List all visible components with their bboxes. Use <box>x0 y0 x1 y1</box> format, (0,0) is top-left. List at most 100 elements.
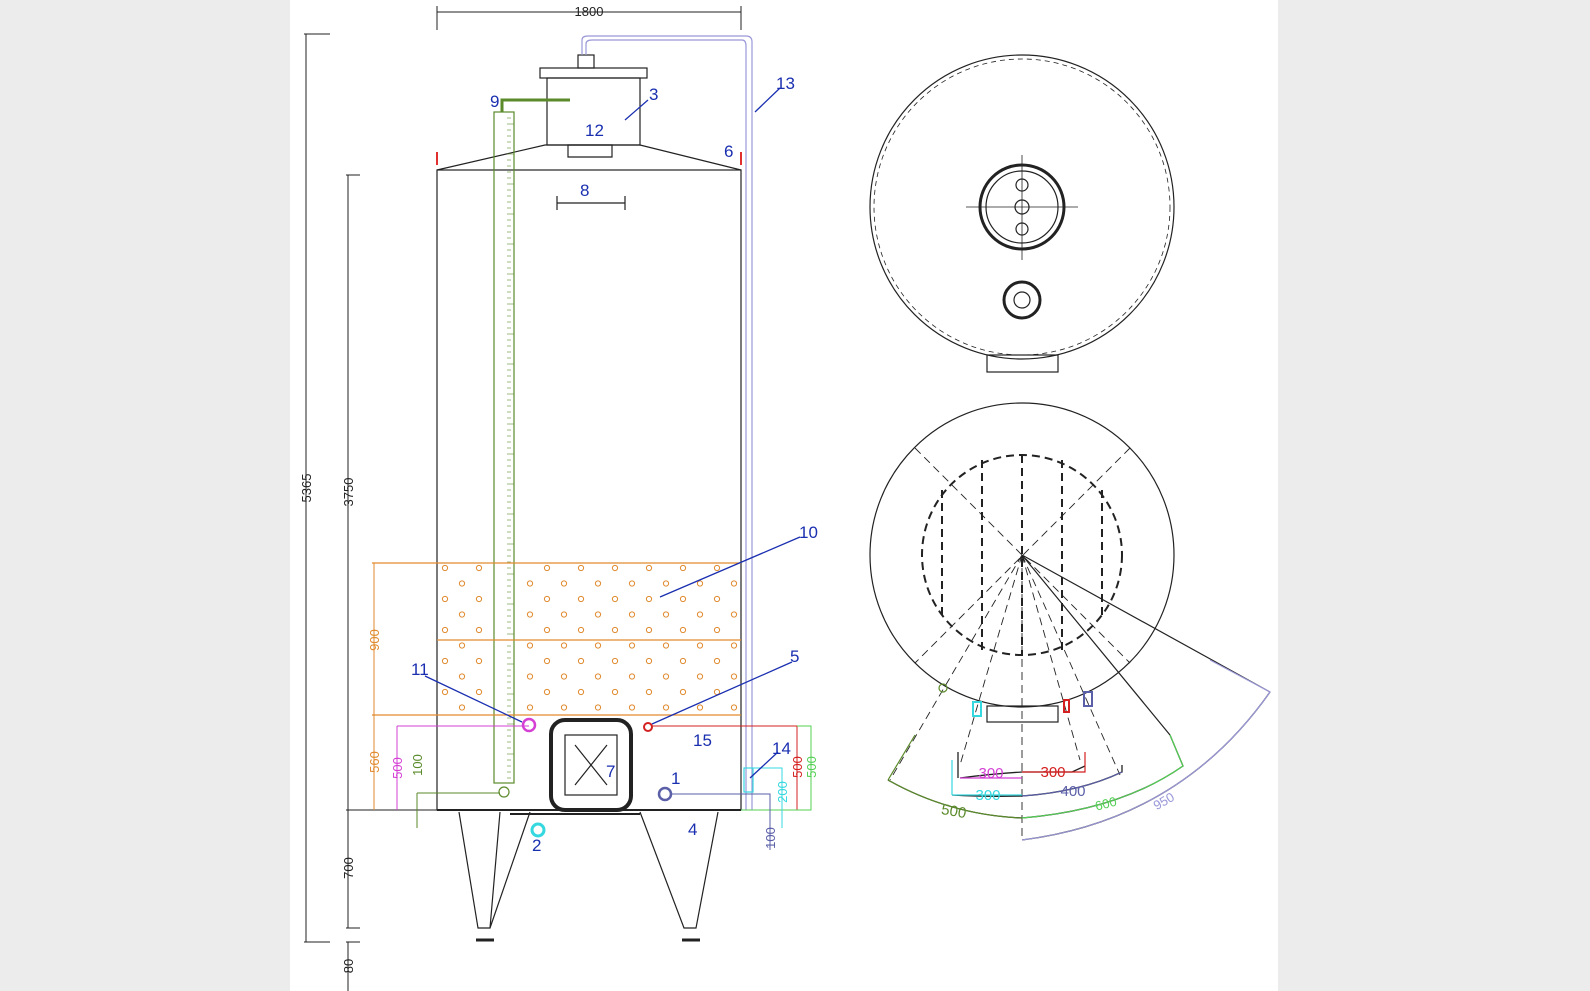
valve-1 <box>657 786 673 802</box>
jacket-dimple <box>611 564 619 572</box>
tank-outline-top <box>869 54 1175 360</box>
jacket-dimple <box>475 657 483 665</box>
support-bracket-top <box>986 354 1059 373</box>
hidden-diagonals <box>914 447 1131 664</box>
jacket-dimple <box>645 626 653 634</box>
handle-8 <box>556 196 626 210</box>
jacket-dimple <box>628 642 636 649</box>
tank-outline-bottom <box>869 402 1175 708</box>
part-label-13: 13 <box>776 74 795 93</box>
plan-dim-300-red: 300 <box>1040 764 1065 781</box>
jacket-dimple <box>526 642 534 649</box>
part-label-9: 9 <box>490 92 499 111</box>
jacket-dimple <box>543 595 551 603</box>
plan-dim-400: 400 <box>1060 783 1085 800</box>
jacket-dimple <box>458 673 466 680</box>
part-label-14: 14 <box>772 739 791 758</box>
cooling-jacket-dimples <box>441 564 738 711</box>
hidden-radials <box>889 554 1121 840</box>
manway-vent <box>577 54 595 69</box>
jacket-dimple <box>662 642 670 649</box>
jacket-dimple <box>645 657 653 665</box>
jacket-dimple <box>628 704 636 711</box>
jacket-dimple <box>526 580 534 587</box>
pipe-13 <box>581 35 753 810</box>
vent-fitting-inner <box>1013 291 1031 309</box>
jacket-dimple <box>560 580 568 587</box>
jacket-dimple <box>441 657 449 665</box>
side-elevation-view <box>304 6 812 991</box>
vent-fitting-top <box>1002 280 1042 320</box>
dim-700: 700 <box>341 857 356 879</box>
top-plan-view <box>869 54 1175 373</box>
jacket-dimple <box>713 626 721 634</box>
right-arcs <box>957 691 1271 841</box>
dim-500-magenta: 500 <box>390 757 405 779</box>
level-gauge <box>493 111 515 784</box>
jacket-dimple <box>645 595 653 603</box>
jacket-dimple <box>611 657 619 665</box>
jacket-dimple <box>730 642 738 649</box>
plan-dim-500: 500 <box>940 801 968 822</box>
part-label-15: 15 <box>693 731 712 750</box>
jacket-dimple <box>577 626 585 634</box>
manway-axes <box>966 155 1078 260</box>
jacket-dimple <box>662 611 670 618</box>
part-label-3: 3 <box>649 85 658 104</box>
part-label-8: 8 <box>580 181 589 200</box>
jacket-dimple <box>730 611 738 618</box>
jacket-dimple <box>679 595 687 603</box>
jacket-dimple <box>458 642 466 649</box>
dim-100-olive: 100 <box>410 754 425 776</box>
jacket-dimple <box>730 580 738 587</box>
tank-inner-outline-top <box>873 58 1171 356</box>
jacket-dimple <box>441 688 449 696</box>
part-label-7: 7 <box>606 762 615 781</box>
jacket-dimple <box>713 564 721 572</box>
jacket-dimple <box>611 626 619 634</box>
jacket-dimple <box>662 704 670 711</box>
jacket-dimple <box>458 580 466 587</box>
manway-center <box>1014 199 1030 215</box>
jacket-dimple <box>441 595 449 603</box>
dimension-labels: 1800 5365 3750 700 80 900 560 500 100 50… <box>299 4 819 973</box>
jacket-dimple <box>526 673 534 680</box>
dim-100-slate: 100 <box>763 827 778 849</box>
jacket-dimple <box>560 673 568 680</box>
dim-200: 200 <box>775 781 790 803</box>
fitting-cyan <box>972 701 982 717</box>
hidden-legs <box>941 455 1103 655</box>
tank-body <box>436 169 742 811</box>
jacket-dimple <box>577 657 585 665</box>
jacket-dimple <box>679 626 687 634</box>
jacket-dimple <box>594 642 602 649</box>
jacket-dimple <box>679 657 687 665</box>
drain-2 <box>530 822 546 838</box>
fitting-slate <box>1083 691 1093 707</box>
jacket-dimple <box>713 595 721 603</box>
part-label-2: 2 <box>532 836 541 855</box>
jacket-dimple <box>543 688 551 696</box>
part-label-1: 1 <box>671 769 680 788</box>
dim-500-green: 500 <box>804 756 819 778</box>
leg-left <box>458 811 531 929</box>
manway-bottom-flange <box>567 144 613 158</box>
plan-dim-950: 950 <box>1151 789 1177 813</box>
dim-500-red: 500 <box>790 756 805 778</box>
part-label-5: 5 <box>790 647 799 666</box>
jacket-dimple <box>611 595 619 603</box>
jacket-dimple <box>526 704 534 711</box>
jacket-dimple <box>628 611 636 618</box>
jacket-dimple <box>713 657 721 665</box>
jacket-dimple <box>628 580 636 587</box>
jacket-dimple <box>577 688 585 696</box>
fitting-red <box>1063 699 1070 713</box>
outlet-11 <box>521 717 537 733</box>
fitting-olive <box>938 683 948 693</box>
gauge-valve <box>498 786 510 798</box>
part-label-6: 6 <box>724 142 733 161</box>
dim-80: 80 <box>341 959 356 973</box>
arc-lavender <box>1021 659 1271 841</box>
arc-green <box>1021 734 1184 819</box>
